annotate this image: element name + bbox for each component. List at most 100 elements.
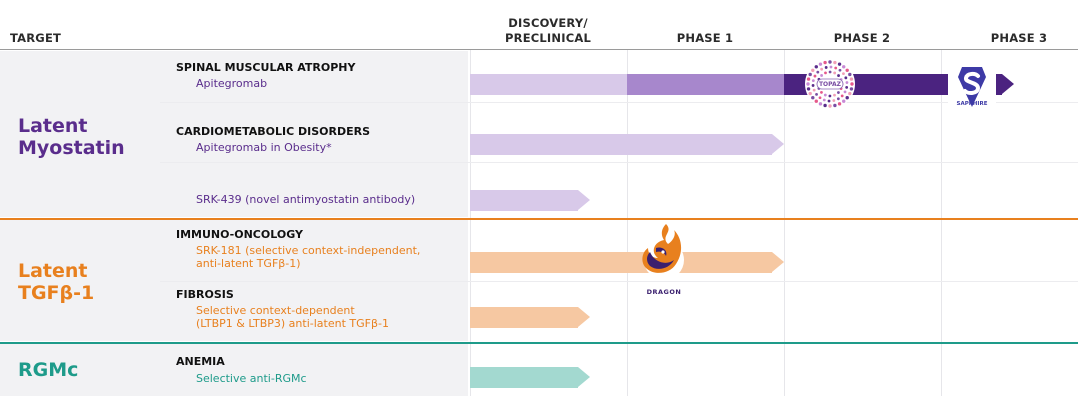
group-bg-myostatin	[0, 51, 468, 217]
topaz-dot	[820, 67, 824, 71]
topaz-dot	[843, 90, 847, 94]
topaz-dot	[845, 96, 849, 100]
topaz-dot	[808, 91, 812, 96]
header-phase-3-label: PHASE 3	[990, 31, 1048, 45]
topaz-dot	[814, 99, 818, 103]
sapphire-badge-label: SAPPHIRE	[956, 101, 988, 107]
group-divider-rgmc	[0, 342, 1078, 344]
topaz-dot	[827, 99, 831, 103]
topaz-dot	[833, 71, 837, 75]
sapphire-trial-badge: SAPPHIRE	[948, 63, 996, 115]
topaz-dot	[824, 71, 827, 75]
area-spinal-muscular-atrophy: SPINAL MUSCULAR ATROPHY	[176, 61, 356, 74]
program-srk-181: SRK-181 (selective context-independent, …	[196, 244, 420, 270]
topaz-dot	[806, 82, 810, 86]
header-phase-discovery-label: DISCOVERY/ PRECLINICAL	[505, 16, 591, 45]
topaz-dot	[820, 74, 823, 77]
topaz-dot	[845, 81, 849, 84]
phase-gridline	[627, 50, 628, 396]
topaz-dot	[823, 103, 827, 108]
topaz-dot	[833, 103, 837, 108]
dragon-badge-art	[642, 224, 684, 280]
topaz-dot	[845, 85, 849, 89]
topaz-dot	[849, 87, 854, 91]
topaz-dot	[836, 97, 840, 101]
progress-bar-obesity	[470, 134, 772, 155]
topaz-dot	[816, 70, 820, 74]
topaz-dot	[828, 70, 832, 74]
program-line: SRK-181 (selective context-independent,	[196, 244, 421, 257]
topaz-dot	[848, 72, 852, 77]
target-name-line: Latent	[18, 115, 88, 137]
topaz-dot	[845, 68, 849, 72]
topaz-dot	[837, 74, 840, 77]
topaz-dot	[806, 87, 811, 91]
topaz-dot	[837, 62, 842, 66]
topaz-dot	[844, 76, 848, 80]
header-phase-3: PHASE 3	[941, 14, 1082, 46]
topaz-dot	[814, 65, 818, 69]
header-phase-1: PHASE 1	[627, 14, 783, 46]
target-name-line: Myostatin	[18, 137, 125, 159]
sapphire-badge-art	[948, 63, 996, 111]
topaz-dot	[824, 66, 828, 69]
target-name-line: TGFβ-1	[18, 282, 95, 304]
program-anti-rgmc: Selective anti-RGMc	[196, 372, 307, 385]
progress-arrow-srk-181	[772, 252, 784, 272]
area-anemia: ANEMIA	[176, 355, 225, 368]
dragon-badge-label: DRAGON	[646, 288, 682, 296]
target-name-line: Latent	[18, 260, 88, 282]
header-phase-1-label: PHASE 1	[676, 31, 734, 45]
topaz-dot	[806, 77, 811, 81]
topaz-dot	[823, 60, 827, 65]
topaz-dot	[850, 82, 854, 86]
topaz-dot	[837, 102, 842, 106]
header-phase-2-label: PHASE 2	[833, 31, 891, 45]
topaz-dot	[811, 96, 815, 100]
phase-gridline	[470, 50, 471, 396]
progress-bar-fibrosis	[470, 307, 578, 328]
program-apitegromab-obesity: Apitegromab in Obesity*	[196, 141, 332, 154]
topaz-dot	[808, 72, 812, 77]
progress-bar-srk-439	[470, 190, 578, 211]
topaz-dot	[829, 65, 833, 69]
phase-gridline	[941, 50, 942, 396]
program-line: Apitegromab in Obesity*	[196, 141, 332, 154]
topaz-dot	[842, 99, 846, 103]
topaz-dot	[838, 68, 842, 72]
topaz-dot	[820, 91, 823, 94]
topaz-dot	[822, 98, 826, 102]
program-srk-439: SRK-439 (novel antimyostatin antibody)	[196, 193, 415, 206]
header-divider	[0, 49, 1078, 50]
program-line: (LTBP1 & LTBP3) anti-latent TGFβ-1	[196, 317, 389, 330]
target-latent-tgfb1: Latent TGFβ-1	[18, 260, 94, 304]
progress-bar-sma-preclinical	[470, 74, 628, 95]
topaz-dot	[848, 91, 852, 96]
program-apitegromab: Apitegromab	[196, 77, 267, 90]
topaz-dot	[811, 84, 815, 87]
area-cardiometabolic: CARDIOMETABOLIC DISORDERS	[176, 125, 370, 138]
area-immuno-oncology: IMMUNO-ONCOLOGY	[176, 228, 303, 241]
topaz-dot	[818, 102, 823, 106]
topaz-dot	[842, 72, 845, 76]
topaz-dot	[833, 60, 837, 65]
progress-arrow-sma	[1002, 74, 1014, 94]
topaz-dot	[840, 94, 844, 98]
progress-arrow-fibrosis	[578, 307, 590, 327]
topaz-dot	[828, 104, 832, 108]
dragon-trial-badge: DRAGON	[636, 222, 692, 296]
topaz-dot	[834, 66, 838, 70]
progress-arrow-obesity	[772, 134, 784, 154]
target-name-line: RGMc	[18, 359, 79, 381]
group-bg-rgmc	[0, 344, 468, 396]
topaz-dot	[833, 93, 836, 97]
row-divider	[160, 162, 1078, 163]
area-fibrosis: FIBROSIS	[176, 288, 234, 301]
header-phase-2: PHASE 2	[784, 14, 940, 46]
topaz-dot	[815, 92, 818, 96]
topaz-dot	[811, 79, 815, 83]
program-line: Apitegromab	[196, 77, 268, 90]
topaz-dot	[828, 60, 832, 64]
progress-bar-sma-phase1	[627, 74, 785, 95]
